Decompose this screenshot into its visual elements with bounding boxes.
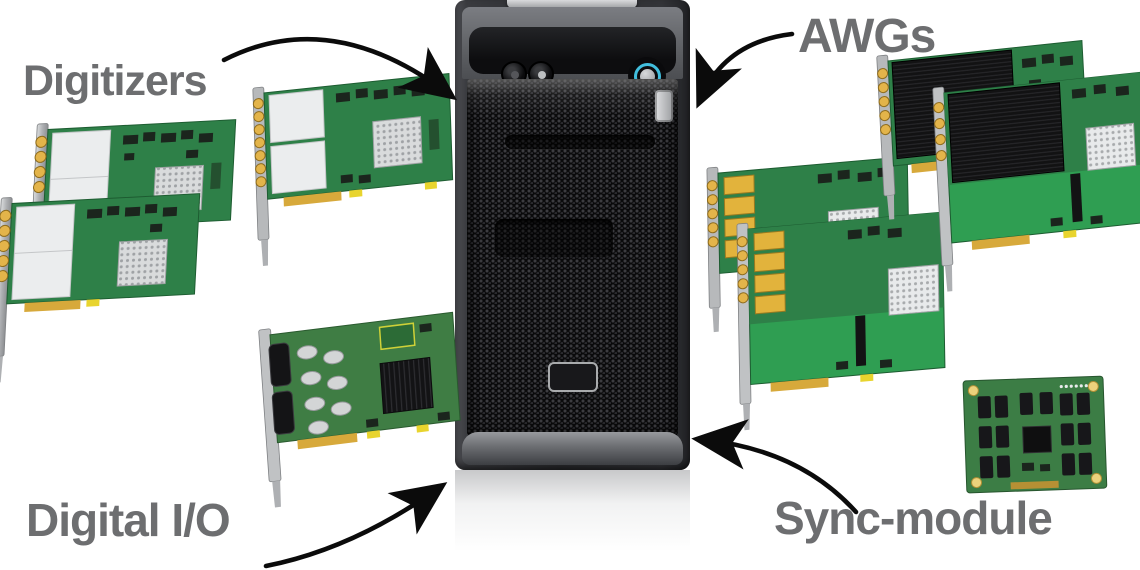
digitizer-card — [0, 193, 201, 383]
label-digital-io: Digital I/O — [26, 494, 231, 546]
tower-handle-slot — [507, 0, 637, 8]
tower-port-panel — [469, 27, 676, 95]
awg-card-pair-lower — [706, 156, 946, 431]
awg-card-pair-upper — [876, 40, 1140, 292]
mesh-recess-panel — [495, 219, 613, 257]
label-awgs: AWGs — [798, 10, 936, 63]
sync-module-pcb — [962, 375, 1108, 494]
digital-io-card — [258, 311, 461, 508]
case-badge — [548, 362, 598, 392]
pc-tower-chassis — [455, 0, 690, 470]
tower-reflection — [455, 470, 690, 566]
side-latch — [655, 90, 673, 122]
digital-io-card-body — [258, 311, 461, 508]
digitizer-card-pair — [0, 119, 237, 383]
mesh-recess-slot — [505, 135, 655, 149]
tower-bottom-bezel — [462, 432, 683, 465]
arrow-awgs-to-tower — [695, 31, 795, 109]
sync-module-board — [962, 375, 1108, 494]
digitizer-card — [252, 72, 454, 267]
label-digitizers: Digitizers — [23, 57, 208, 105]
awg-card — [932, 71, 1140, 292]
digitizer-card-quad — [252, 72, 454, 267]
front-mesh-grille — [467, 79, 678, 436]
awg-card — [736, 211, 946, 431]
mesh-highlight — [467, 79, 678, 119]
